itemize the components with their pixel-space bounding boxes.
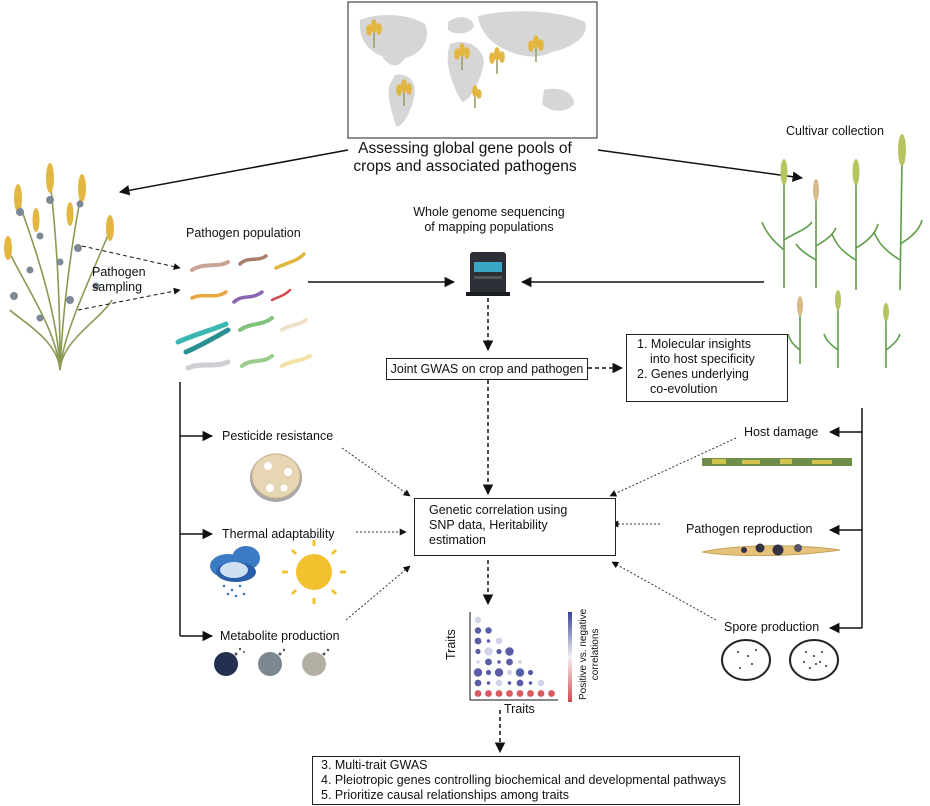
insight-1-cont: into host specificity [650, 352, 755, 366]
pathogen-sampling-line2: sampling [92, 280, 143, 294]
metabolite-icons [214, 647, 330, 676]
pathogen-reproduction-leaf-icon [701, 543, 841, 557]
legend-label: Positive vs. negative correlations [578, 609, 602, 700]
insight-2: 2. Genes underlying [637, 367, 749, 381]
map-wheat-icons [366, 19, 544, 108]
heatmap-cell [518, 660, 522, 664]
heatmap-cell [527, 690, 534, 697]
arrow-to-cultivars [597, 149, 804, 182]
legend-line1: Positive vs. negative [578, 608, 589, 700]
outcomes-box: 3. Multi-trait GWAS 4. Pleiotropic genes… [312, 756, 740, 805]
correlation-line2: SNP data, Heritability [429, 518, 548, 532]
spore-dish-icons [721, 639, 839, 681]
cultivar-collection-label: Cultivar collection [786, 124, 884, 138]
heatmap-cell [527, 669, 534, 676]
pathogen-population-label: Pathogen population [186, 226, 301, 240]
insight-1: 1. Molecular insights [637, 337, 751, 351]
correlation-line1: Genetic correlation using [429, 503, 568, 517]
pathogen-population-icons [175, 252, 312, 371]
outcome-4: 4. Pleiotropic genes controlling biochem… [321, 773, 727, 787]
trait-to-correlation-arrows [341, 437, 737, 621]
trait-pathogen-reproduction: Pathogen reproduction [686, 522, 813, 536]
heatmap-cell [473, 668, 483, 677]
correlation-legend-bar [568, 612, 572, 702]
heatmap-cell [485, 669, 492, 676]
trait-pesticide-resistance: Pesticide resistance [222, 429, 334, 443]
trait-thermal-adaptability: Thermal adaptability [222, 527, 335, 541]
main-title-line1: Assessing global gene pools of [358, 140, 572, 157]
heatmap-cell [548, 690, 555, 697]
heatmap-cell [495, 679, 503, 687]
heatmap-cell [474, 616, 482, 624]
host-damage-leaf-icon [702, 458, 852, 466]
heatmap-cell [475, 648, 481, 655]
heatmap-cell [537, 679, 545, 687]
wgs-line2: of mapping populations [424, 220, 554, 234]
sequencer-icon [466, 252, 510, 296]
wgs-line1: Whole genome sequencing [413, 205, 565, 219]
heatmap-cell [506, 658, 513, 666]
genetic-correlation-box: Genetic correlation using SNP data, Heri… [414, 498, 616, 556]
right-trait-bracket [828, 408, 863, 634]
world-map [347, 1, 598, 139]
heatmap-cell [494, 668, 504, 677]
sampling-arrow-bottom [77, 287, 181, 311]
heatmap-cell [486, 681, 491, 685]
heatmap-cell [528, 681, 533, 685]
correlation-heatmap [473, 616, 555, 697]
wgs-label: Whole genome sequencing of mapping popul… [406, 205, 572, 235]
heatmap-cell [484, 647, 493, 656]
heatmap-cell [495, 690, 503, 697]
pesticide-petri-dish-icon [250, 453, 302, 502]
infected-wheat-plant [4, 163, 114, 371]
heatmap-cell [537, 690, 545, 697]
sun-icon [282, 540, 346, 604]
heatmap-cell [474, 679, 482, 687]
heatmap-cell [495, 637, 503, 645]
heatmap-y-label: Traits [444, 629, 458, 660]
heatmap-cell [515, 668, 525, 677]
arrow-to-pathogens [118, 149, 349, 196]
insight-2-cont: co-evolution [650, 382, 718, 396]
main-title: Assessing global gene pools of crops and… [340, 140, 590, 176]
heatmap-cell [474, 690, 482, 697]
pathogen-sampling-line1: Pathogen [92, 265, 146, 279]
trait-host-damage: Host damage [744, 425, 819, 439]
left-trait-bracket [179, 382, 214, 642]
legend-line2: correlations [590, 628, 601, 681]
outcome-3: 3. Multi-trait GWAS [321, 758, 428, 772]
outcome-5: 5. Prioritize causal relationships among… [321, 788, 570, 802]
heatmap-cell [486, 639, 491, 643]
heatmap-cell [506, 669, 513, 676]
sampling-arrow-top [81, 245, 181, 271]
insights-box: 1. Molecular insights into host specific… [626, 334, 788, 402]
heatmap-cell [506, 690, 513, 697]
heatmap-cell [474, 637, 482, 645]
correlation-line3: estimation [429, 533, 486, 547]
joint-gwas-box: Joint GWAS on crop and pathogen [386, 358, 588, 380]
heatmap-cell [496, 648, 502, 655]
heatmap-cell [497, 660, 501, 664]
heatmap-cell [485, 690, 492, 697]
heatmap-cell [516, 679, 524, 687]
main-title-line2: crops and associated pathogens [353, 158, 577, 175]
heatmap-cell [485, 627, 492, 634]
heatmap-cell [476, 660, 480, 664]
heatmap-cell [507, 681, 512, 685]
cultivar-plants [761, 134, 923, 368]
joint-gwas-label: Joint GWAS on crop and pathogen [390, 362, 584, 376]
heatmap-cell [516, 690, 524, 697]
heatmap-x-label: Traits [504, 702, 535, 716]
heatmap-cell [474, 627, 482, 634]
heatmap-cell [485, 658, 492, 666]
trait-spore-production: Spore production [724, 620, 820, 634]
pathogen-sampling-label: Pathogen sampling [92, 265, 146, 295]
heatmap-cell [505, 647, 514, 656]
rain-cloud-icon [210, 546, 260, 598]
trait-metabolite-production: Metabolite production [220, 629, 340, 643]
